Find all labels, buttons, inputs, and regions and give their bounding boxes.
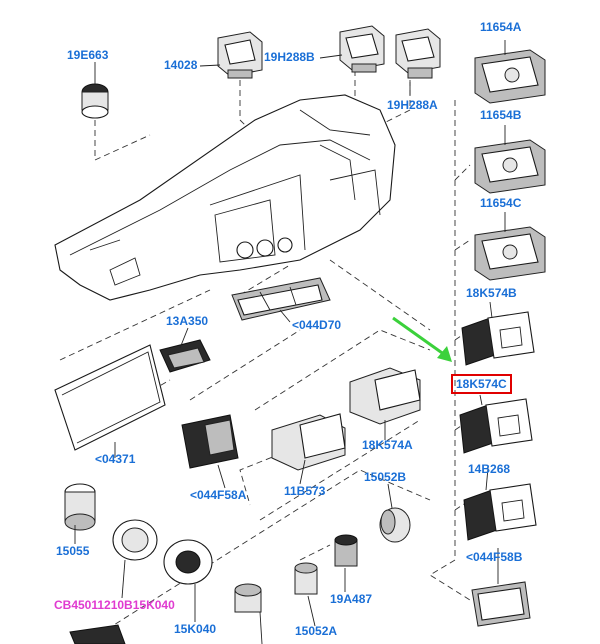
label-15052A: 15052A [295,624,338,638]
label-19H288A: 19H288A [387,98,438,112]
label-leaders [74,40,506,627]
label-18K574B: 18K574B [466,286,517,300]
part-18K574B [461,311,535,366]
part-11654B [474,139,546,194]
label-13A350: 13A350 [166,314,209,328]
part-14028 [217,31,263,79]
label-11654B: 11654B [480,108,522,122]
label-04371: <04371 [95,452,136,466]
part-044F58B [471,581,531,627]
dashboard-panel [54,94,396,301]
label-11654A: 11654A [480,20,522,34]
part-19E663 [81,83,109,119]
label-044F58B: <044F58B [466,550,523,564]
part-19H288B [339,25,385,73]
label-044D70: <044D70 [292,318,342,332]
part-lighter-plug [234,583,263,644]
part-bracket [69,624,126,644]
part-14B268 [463,483,537,541]
part-CB450 [112,519,158,561]
label-11B573: 11B573 [284,484,326,498]
label-18K574C-highlighted: 18K574C [451,374,512,394]
part-15052B [379,507,411,543]
part-15052A [294,562,318,595]
label-14028: 14028 [164,58,198,72]
part-19H288A [395,28,441,79]
part-044D70 [231,277,331,321]
part-15K040 [163,539,213,585]
part-11654A [474,49,546,104]
part-11B573 [271,413,346,471]
label-19H288B: 19H288B [264,50,315,64]
indicator-arrow [392,316,452,362]
part-04371 [54,344,166,451]
label-15052B: 15052B [364,470,407,484]
label-19E663: 19E663 [67,48,109,62]
part-15055 [64,483,96,531]
part-13A350 [159,339,211,373]
label-15055: 15055 [56,544,90,558]
label-18K574A: 18K574A [362,438,413,452]
part-18K574A [349,367,421,425]
part-18K574C [459,398,533,454]
part-11654C [474,226,546,281]
label-CB450: CB45011210B15K040 [54,598,175,612]
part-044F58A [181,414,239,469]
label-14B268: 14B268 [468,462,511,476]
part-19A487 [334,534,358,567]
label-15K040: 15K040 [174,622,217,636]
label-11654C: 11654C [480,196,522,210]
label-044F58A: <044F58A [190,488,247,502]
label-19A487: 19A487 [330,592,373,606]
